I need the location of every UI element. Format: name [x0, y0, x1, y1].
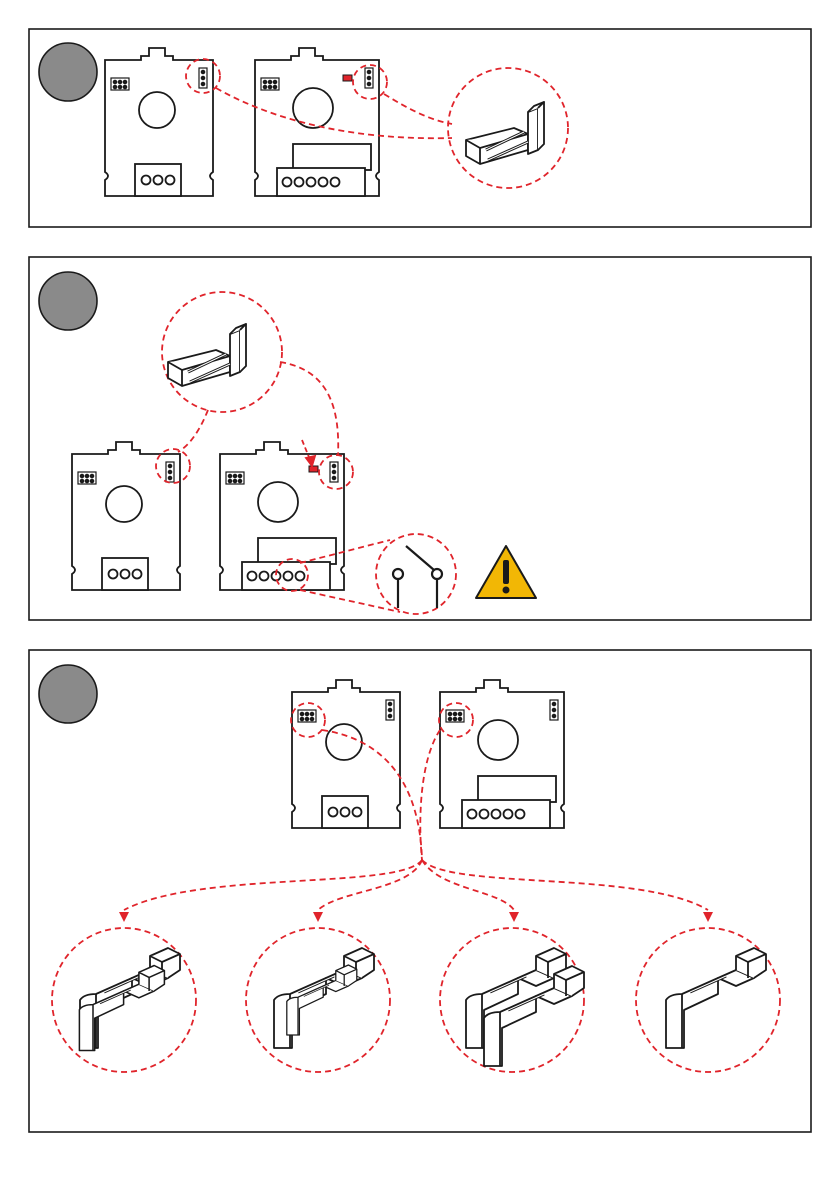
jumper-config-2 — [274, 948, 374, 1048]
panel-step-2 — [29, 257, 811, 620]
step-circle-2 — [39, 272, 97, 330]
led-indicator — [343, 75, 352, 81]
leader-line — [318, 860, 422, 910]
jumper-config-1 — [79, 948, 180, 1051]
leader-line — [280, 362, 338, 456]
switch-detail-circle — [376, 534, 456, 614]
switch-contact-icon — [393, 546, 442, 608]
board-3-terminal — [105, 48, 213, 196]
jumper-clip-detail — [168, 324, 246, 386]
step-circle-1 — [39, 43, 97, 101]
leader-line — [420, 730, 440, 860]
jumper-config-4 — [666, 948, 766, 1048]
step-circle-3 — [39, 665, 97, 723]
board-5-terminal — [255, 48, 379, 196]
board-5-terminal — [440, 680, 564, 828]
led-indicator — [309, 466, 318, 472]
board-3-terminal — [292, 680, 400, 828]
arrowheads — [119, 912, 713, 922]
jumper-clip-detail — [466, 102, 544, 164]
board-5-terminal — [220, 442, 344, 590]
leader-line — [422, 860, 708, 910]
jumper-detail-circle — [448, 68, 568, 188]
leader-line — [300, 590, 400, 612]
leader-line — [384, 94, 452, 124]
warning-triangle-icon — [476, 546, 536, 598]
panel-step-1 — [29, 29, 811, 227]
board-3-terminal — [72, 442, 180, 590]
leader-line — [124, 860, 422, 910]
leader-line — [178, 410, 208, 452]
panel-step-3 — [29, 650, 811, 1132]
